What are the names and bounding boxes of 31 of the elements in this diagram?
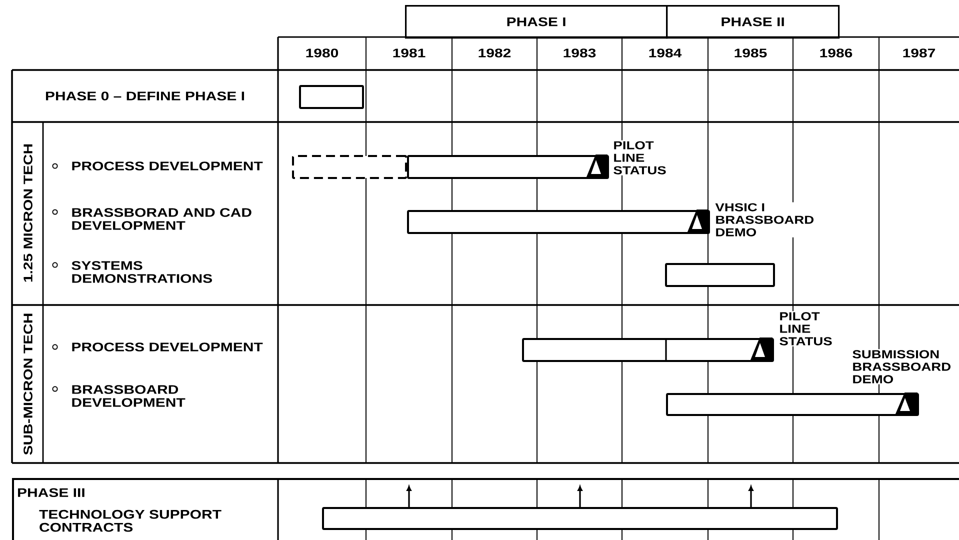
task-label: PROCESS DEVELOPMENT	[72, 342, 263, 352]
task-label: BRASSBOARD DEVELOPMENT	[72, 385, 186, 407]
phase-box: PHASE III TECHNOLOGY SUPPORT CONTRACTS	[12, 478, 959, 540]
task-label: BRASSBORAD AND CAD DEVELOPMENT	[72, 208, 252, 230]
bar	[666, 392, 919, 416]
group-label: SUB-MICRON TECH	[24, 314, 32, 455]
phase-box: PHASE I	[405, 5, 668, 39]
bar	[407, 210, 710, 234]
year-label: 1980	[306, 48, 338, 58]
task-label: PROCESS DEVELOPMENT	[72, 162, 263, 170]
bar	[292, 155, 407, 179]
group-label: 1.25 MICRON TECH	[24, 144, 32, 282]
bar	[322, 506, 838, 530]
arrow	[578, 486, 582, 507]
bar	[665, 263, 775, 287]
arrow	[748, 486, 754, 507]
milestone-label: PILOT LINE STATUS	[612, 140, 676, 176]
row-label: PHASE 0 – DEFINE PHASE I	[46, 92, 244, 100]
arrow	[406, 486, 412, 507]
year-label: 1981	[393, 48, 426, 58]
year-label: 1986	[820, 48, 852, 58]
milestone-label: PILOT LINE STATUS	[778, 311, 842, 346]
milestone-label: VHSIC I BRASSBOARD DEMO	[714, 202, 826, 238]
year-label: 1984	[649, 48, 682, 58]
task-label: SYSTEMS DEMONSTRATIONS	[72, 261, 212, 283]
year-label: 1987	[903, 48, 936, 58]
bar	[407, 155, 609, 179]
phase-box: PHASE II	[666, 5, 840, 39]
bar	[299, 85, 364, 109]
milestone-label: SUBMISSION BRASSBOARD DEMO	[851, 349, 959, 384]
bar	[522, 338, 774, 362]
